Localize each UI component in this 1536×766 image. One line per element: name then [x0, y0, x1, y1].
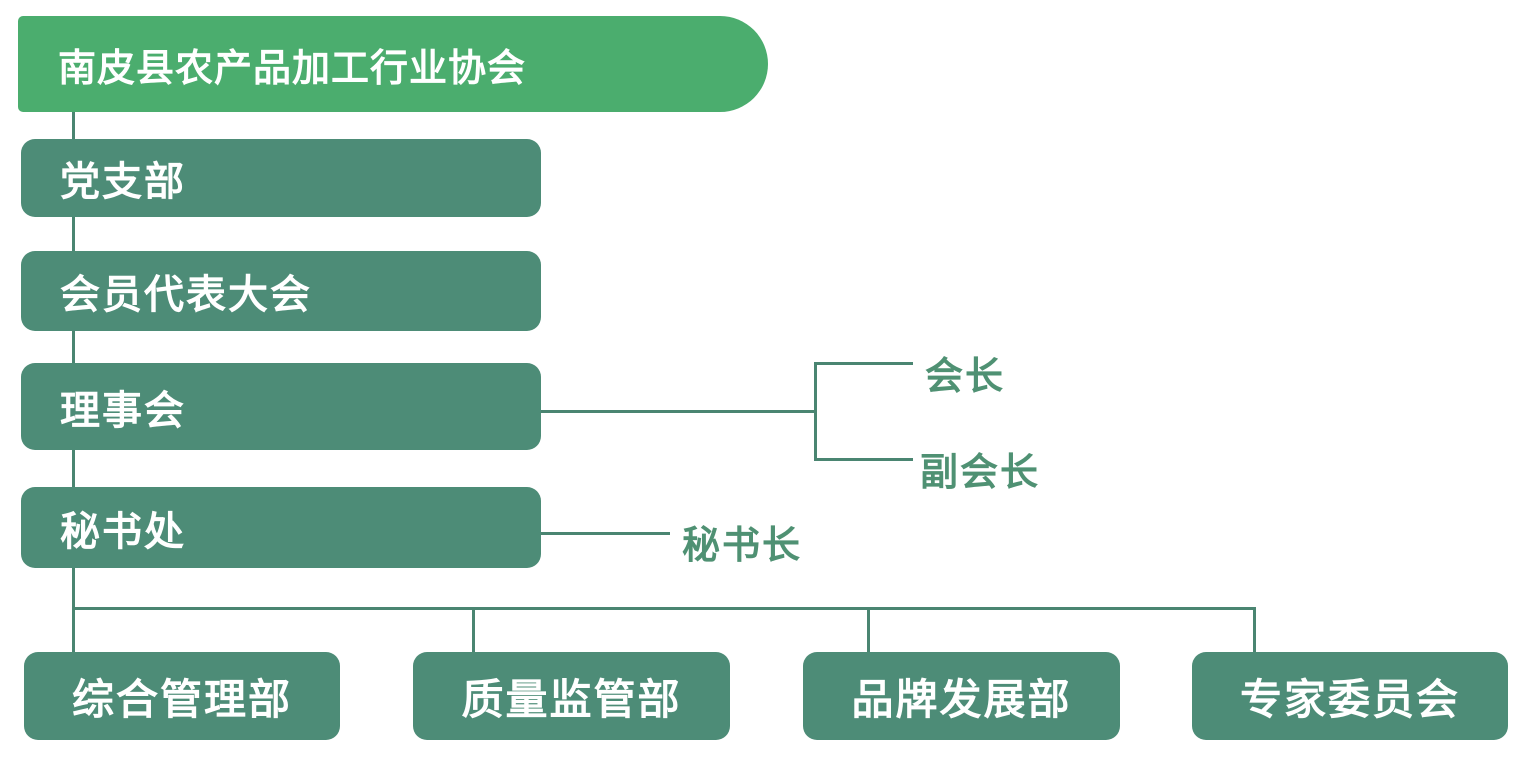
- node-party-branch: 党支部: [21, 139, 541, 217]
- org-root-box: 南皮县农产品加工行业协会: [18, 16, 768, 112]
- connector-departments-rail: [71, 606, 1256, 610]
- node-brand-development-dept-label: 品牌发展部: [851, 675, 1072, 723]
- connector-drop-dept-3: [866, 606, 870, 653]
- node-council-label: 理事会: [60, 388, 186, 433]
- connector-to-vice-president: [815, 458, 913, 461]
- node-brand-development-dept: 品牌发展部: [803, 652, 1120, 740]
- node-secretariat: 秘书处: [21, 487, 541, 568]
- node-general-management-dept: 综合管理部: [24, 652, 340, 740]
- node-expert-committee-label: 专家委员会: [1239, 675, 1460, 723]
- node-quality-supervision-dept: 质量监管部: [413, 652, 730, 740]
- node-member-assembly: 会员代表大会: [21, 251, 541, 331]
- node-general-management-dept-label: 综合管理部: [71, 675, 292, 723]
- node-secretariat-label: 秘书处: [60, 509, 186, 554]
- connector-to-president: [815, 362, 913, 365]
- connector-council-to-secretariat: [71, 450, 75, 487]
- connector-drop-dept-1: [71, 606, 75, 653]
- role-vice-president: 副会长: [920, 452, 1041, 494]
- role-president: 会长: [925, 356, 1006, 398]
- node-party-branch-label: 党支部: [60, 160, 186, 204]
- connector-root-to-party: [71, 112, 75, 139]
- node-council: 理事会: [21, 363, 541, 450]
- connector-secretariat-to-departments: [71, 568, 75, 609]
- connector-drop-dept-2: [471, 606, 475, 653]
- connector-council-branch-vertical: [813, 362, 817, 461]
- node-expert-committee: 专家委员会: [1192, 652, 1508, 740]
- connector-to-secretary-general: [541, 531, 670, 535]
- connector-council-branch: [541, 409, 815, 413]
- connector-party-to-assembly: [71, 217, 75, 251]
- connector-drop-dept-4: [1252, 606, 1256, 653]
- node-quality-supervision-dept-label: 质量监管部: [461, 675, 682, 723]
- node-member-assembly-label: 会员代表大会: [60, 273, 312, 317]
- role-secretary-general: 秘书长: [682, 525, 803, 567]
- org-root-label: 南皮县农产品加工行业协会: [58, 47, 527, 90]
- connector-assembly-to-council: [71, 331, 75, 363]
